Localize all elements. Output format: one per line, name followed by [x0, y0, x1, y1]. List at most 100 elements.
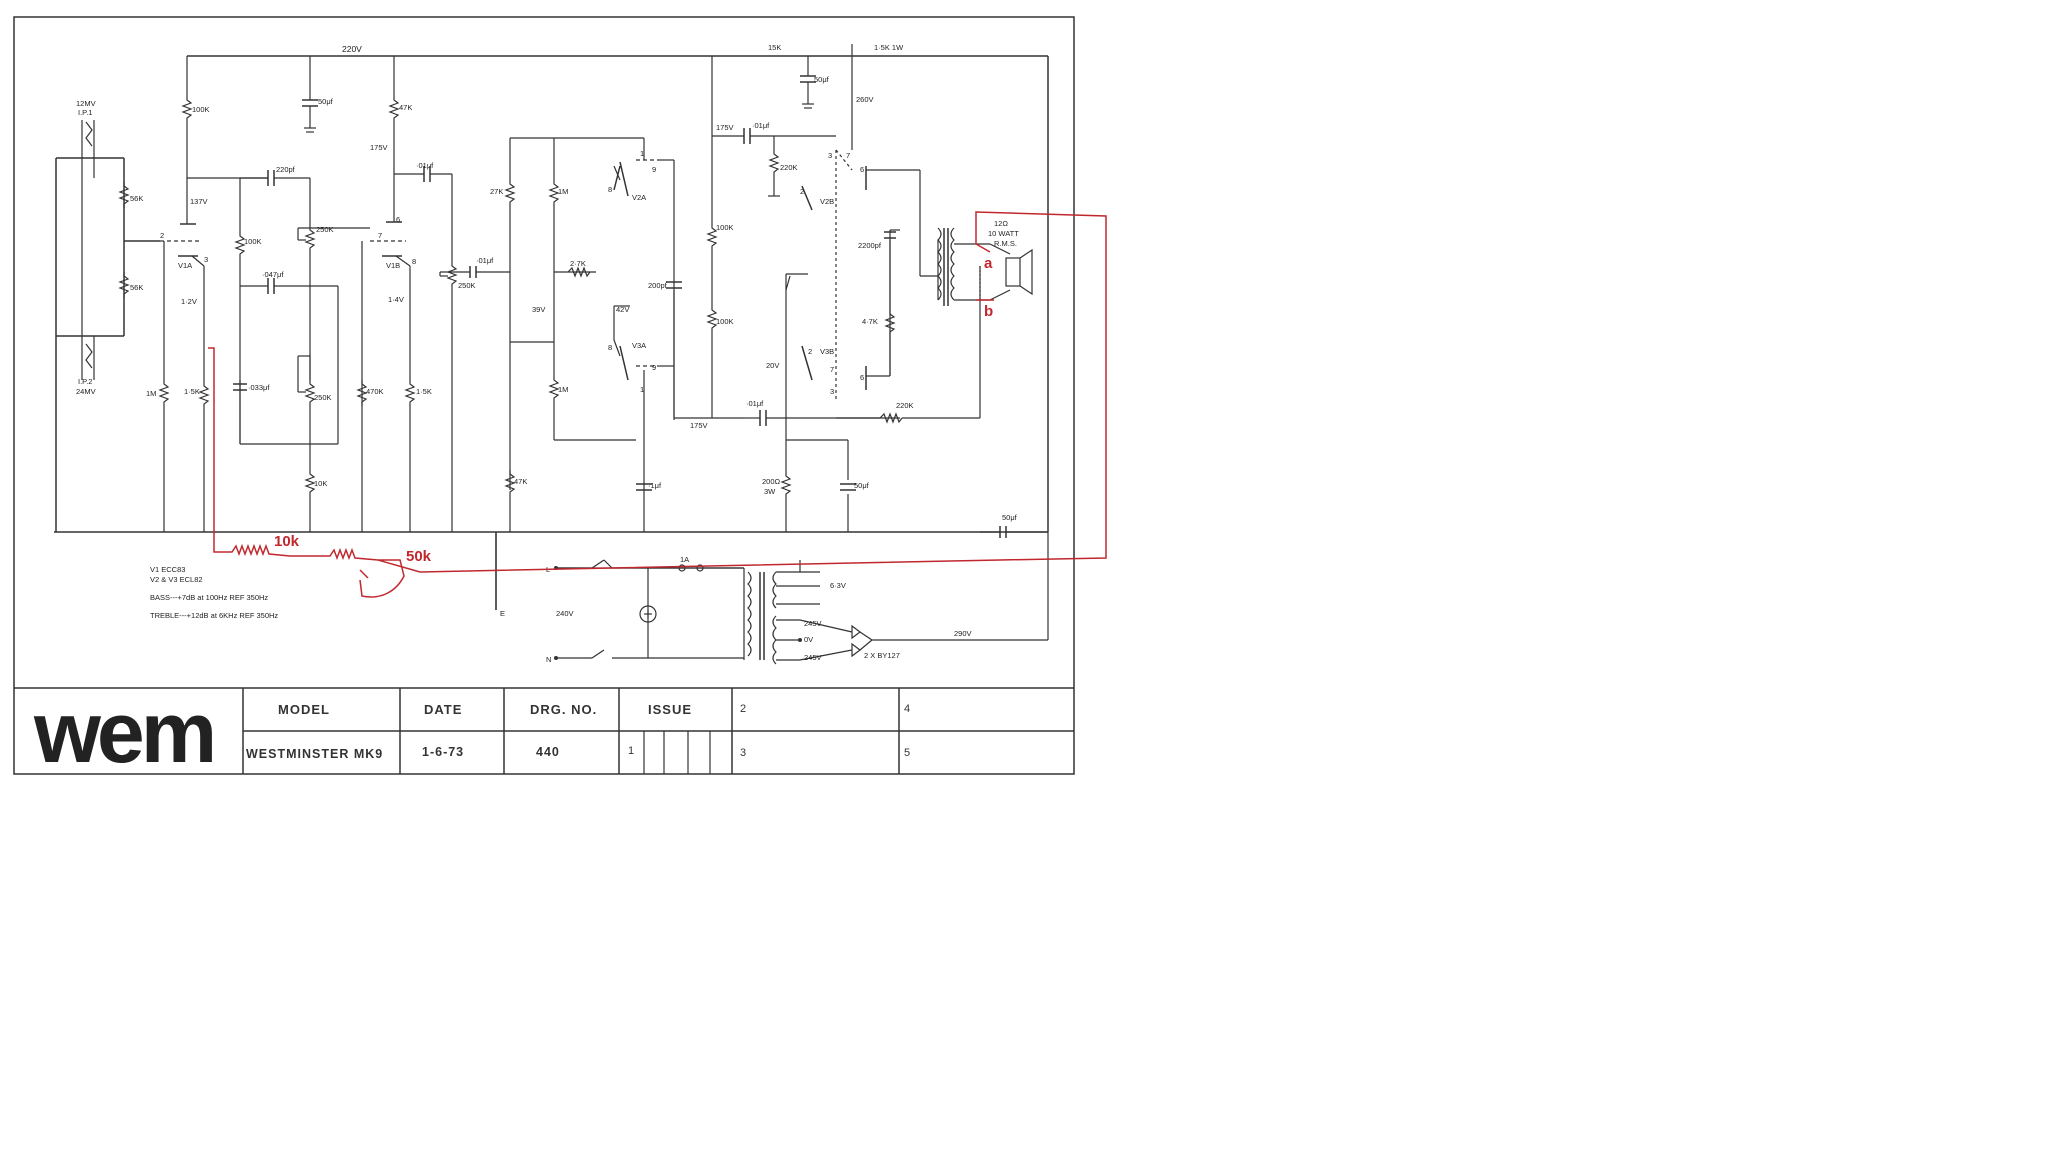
pin-7-v2b: 7 [846, 151, 850, 160]
pin-7-v3b: 7 [830, 365, 834, 374]
voltage-245v-top: 245V [804, 619, 822, 628]
pin-9-v3a: 9 [652, 363, 656, 372]
tb-issue-4: 4 [904, 703, 910, 715]
speaker-rating: R.M.S. [994, 239, 1017, 248]
voltage-245v-bottom: 245V [804, 653, 822, 662]
pin-8-v1b: 8 [412, 257, 416, 266]
c-200pf-label: 200pf [648, 281, 668, 290]
valve-v1b: V1B [386, 261, 400, 270]
pot-250k-bass-label: 250K [314, 393, 332, 402]
v1b-stage [356, 56, 510, 532]
valve-v3b: V3B [820, 347, 834, 356]
pin-1-v3a: 1 [640, 385, 644, 394]
r-2-7k-label: 2·7K [570, 259, 586, 268]
r-200ohm-label: 200Ω [762, 477, 781, 486]
speaker-impedance: 12Ω [994, 219, 1008, 228]
r-100k-tone-label: 100K [244, 237, 262, 246]
tb-header-date: DATE [424, 702, 462, 717]
pin-2-v1a: 2 [160, 231, 164, 240]
pin-8-v2a: 8 [608, 185, 612, 194]
annotation-50k: 50k [406, 548, 432, 565]
r-10k-label: 10K [314, 479, 327, 488]
annotation-10k: 10k [274, 533, 300, 550]
drawing-frame [13, 16, 1075, 775]
r-470k-label: 470K [366, 387, 384, 396]
pin-7-v1b: 7 [378, 231, 382, 240]
pin-3-v2b: 3 [828, 151, 832, 160]
pin-8-v3a: 8 [608, 343, 612, 352]
voltage-6-3v: 6·3V [830, 581, 846, 590]
r-47k-v1b-label: 47K [399, 103, 412, 112]
r-1m-v2a-label: 1M [558, 187, 568, 196]
tb-issue-1: 1 [628, 745, 634, 757]
c-220pf-label: 220pf [276, 165, 296, 174]
notes-valves-v1: V1 ECC83 [150, 565, 185, 574]
c-2200pf-label: 2200pf [858, 241, 882, 250]
mains-neutral: N [546, 655, 551, 664]
c-50uf-output-label: 50μf [1002, 513, 1018, 522]
voltage-137v: 137V [190, 197, 208, 206]
c-50uf-ht-label: 50μf [318, 97, 334, 106]
voltage-1-2v: 1·2V [181, 297, 197, 306]
fuse-1a: 1A [680, 555, 689, 564]
rectifier-label: 2 X BY127 [864, 651, 900, 660]
output-transformer [920, 227, 1033, 306]
red-annotation-mod [208, 211, 1107, 598]
annotation-a: a [984, 255, 993, 272]
tb-header-drg: DRG. NO. [530, 702, 597, 717]
c-50uf-cathode-label: 50μf [854, 481, 870, 490]
svg-text:wem: wem [33, 685, 213, 781]
voltage-20v: 20V [766, 361, 779, 370]
c-50uf-decouple-label: 50μf [814, 75, 830, 84]
voltage-0v: 0V [804, 635, 813, 644]
r-1-5k-v1b-label: 1·5K [416, 387, 432, 396]
c-01-vol-label: ·01μf [476, 256, 494, 265]
pot-250k-treble-label: 250K [316, 225, 334, 234]
c-01-v1b-label: ·01μf [416, 161, 434, 170]
voltage-240v: 240V [556, 609, 574, 618]
pin-3-v3b: 3 [830, 387, 834, 396]
r-220k-feedback-label: 220K [896, 401, 914, 410]
pin-6-v3b: 6 [860, 373, 864, 382]
r-1-5k-v1a-label: 1·5K [184, 387, 200, 396]
r-1m-v1a-label: 1M [146, 389, 156, 398]
voltage-220v: 220V [342, 44, 362, 54]
voltage-260v: 260V [856, 95, 874, 104]
voltage-175v-v3a: 175V [690, 421, 708, 430]
pin-9-v2a: 9 [652, 165, 656, 174]
pin-2-v2b: 2 [800, 187, 804, 196]
c-01-v2b-label: ·01μf [752, 121, 770, 130]
power-supply [495, 526, 1049, 665]
r-3w-label: 3W [764, 487, 776, 496]
tb-value-date: 1-6-73 [422, 745, 464, 759]
tb-issue-5: 5 [904, 747, 910, 759]
resistor-56k-top [118, 182, 130, 208]
notes-valves-v2v3: V2 & V3 ECL82 [150, 575, 203, 584]
valve-v1a: V1A [178, 261, 192, 270]
pin-3-v1a: 3 [204, 255, 208, 264]
tb-header-issue: ISSUE [648, 702, 692, 717]
resistor-56k-bottom [118, 272, 130, 298]
notes-bass: BASS---+7dB at 100Hz REF 350Hz [150, 593, 268, 602]
r-56k-bottom-label: 56K [130, 283, 143, 292]
r-15k-label: 15K [768, 43, 781, 52]
title-block [242, 688, 1074, 774]
tb-header-model: MODEL [278, 702, 330, 717]
mains-earth: E [500, 609, 505, 618]
pot-250k-volume-label: 250K [458, 281, 476, 290]
ip1-label: I.P.1 [78, 108, 92, 117]
pin-1-v2a: 1 [640, 149, 644, 158]
r-100k-v3a-plate-label: 100K [716, 317, 734, 326]
c-047-label: ·047μf [262, 270, 284, 279]
ht-cap-50uf [302, 56, 318, 133]
speaker-power: 10 WATT [988, 229, 1019, 238]
r-47k-v3a-label: 47K [514, 477, 527, 486]
voltage-175v-v2a: 175V [716, 123, 734, 132]
r-100k-v1a-label: 100K [192, 105, 210, 114]
ground-rail [54, 56, 1049, 533]
notes-treble: TREBLE---+12dB at 6KHz REF 350Hz [150, 611, 278, 620]
tb-issue-2: 2 [740, 703, 746, 715]
input-jacks [55, 120, 160, 532]
valve-v3a: V3A [632, 341, 646, 350]
